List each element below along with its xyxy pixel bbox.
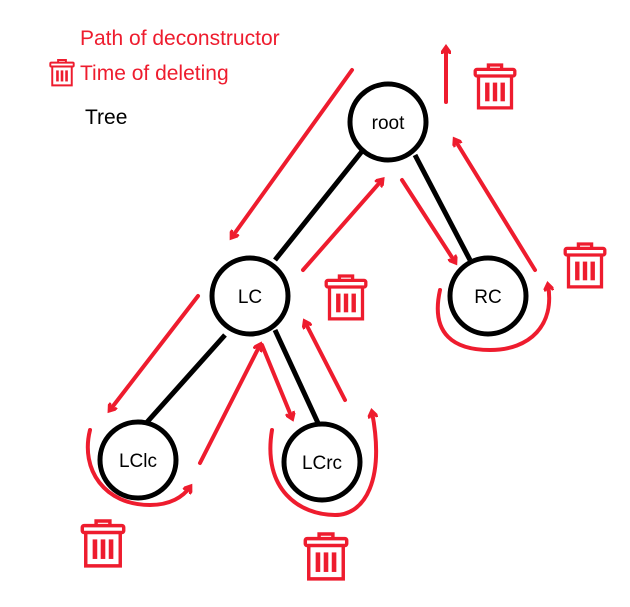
node-rc-label: RC	[474, 287, 501, 308]
path-lclc-loop	[85, 428, 190, 508]
path-lc-to-lcrc	[260, 343, 292, 418]
deconstructor-path	[85, 48, 549, 518]
trash-icon-rc	[563, 242, 607, 289]
node-lc-label: LC	[238, 287, 262, 308]
legend-delete-label: Time of deleting	[80, 62, 229, 85]
edge-root-lc	[273, 148, 365, 262]
trash-icon-lclc	[80, 519, 126, 568]
path-root-to-lc	[232, 68, 354, 237]
path-lcrc-loop	[268, 412, 376, 518]
path-rc-to-root	[455, 140, 537, 272]
path-lc-to-lclc	[110, 294, 200, 410]
node-lclc-label: LClc	[119, 451, 157, 472]
edge-root-rc	[412, 153, 473, 262]
legend-trash-icon	[49, 58, 75, 87]
node-rc: RC	[447, 255, 529, 337]
legend-path-label: Path of deconstructor	[80, 27, 280, 50]
legend-tree-label: Tree	[85, 106, 127, 129]
trash-icon-root	[473, 63, 517, 110]
trash-icon-lcrc	[303, 532, 349, 581]
trash-icon-lc	[324, 274, 368, 321]
edge-lc-lcrc	[272, 328, 321, 425]
path-lclc-to-lc	[198, 345, 260, 465]
node-root-label: root	[372, 113, 405, 134]
node-lcrc: LCrc	[281, 421, 363, 503]
edge-lc-lclc	[138, 333, 227, 432]
node-lclc: LClc	[97, 419, 179, 501]
path-lcrc-to-lc	[305, 322, 347, 402]
path-lc-to-root	[301, 180, 382, 272]
node-lc: LC	[209, 255, 291, 337]
path-rc-loop	[435, 285, 549, 353]
tree-edges	[138, 148, 473, 432]
node-root: root	[347, 81, 429, 163]
node-lcrc-label: LCrc	[302, 453, 342, 474]
path-root-to-rc	[400, 178, 455, 262]
